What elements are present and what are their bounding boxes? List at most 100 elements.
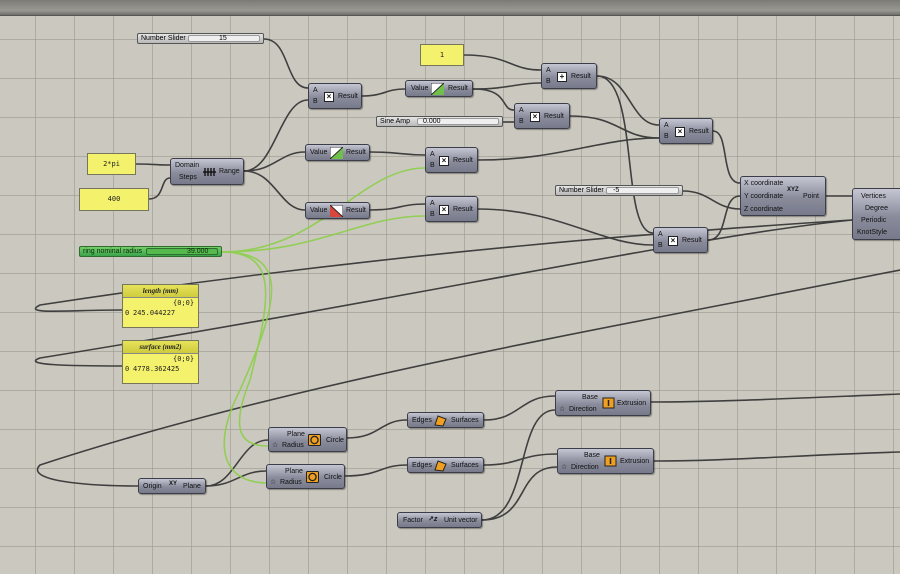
- range-icon: [203, 168, 216, 176]
- output-label: Circle: [324, 474, 342, 481]
- addition-icon: +: [557, 72, 567, 82]
- input-steps-label: Steps: [179, 174, 197, 181]
- panel-value: 4778.362425: [133, 365, 180, 373]
- multiply-icon: ×: [439, 205, 449, 215]
- slider-value: -5: [613, 187, 620, 194]
- panel-two-pi[interactable]: 2*pi: [87, 153, 136, 175]
- slider-track[interactable]: 15: [188, 35, 260, 42]
- output-label: Result: [338, 93, 358, 100]
- input-a-label: A: [430, 151, 435, 158]
- unit-z-component[interactable]: Factor ↗z Unit vector: [397, 512, 482, 528]
- multiply-component[interactable]: A B × Result: [659, 118, 713, 144]
- slider-track[interactable]: 0.000: [417, 118, 499, 125]
- boundary-surfaces-component[interactable]: Edges Surfaces: [407, 412, 484, 428]
- input-periodic-label: Periodic: [861, 217, 887, 224]
- star-icon: ☆: [270, 479, 277, 486]
- sine-component[interactable]: Value Result: [305, 144, 370, 161]
- slider-name: ring nominal radius: [83, 248, 143, 255]
- canvas-toolbar-strip: [0, 0, 900, 16]
- multiply-icon: ×: [530, 112, 540, 122]
- multiply-icon: ×: [675, 127, 685, 137]
- input-b-label: B: [519, 118, 524, 125]
- xy-plane-component[interactable]: Origin XY Plane: [138, 478, 206, 494]
- addition-component[interactable]: A B + Result: [541, 63, 597, 89]
- extrude-icon: [602, 397, 615, 409]
- circle-component[interactable]: Plane Radius ☆ Circle: [266, 464, 345, 489]
- number-slider-z-offset[interactable]: Number Slider -5: [555, 185, 683, 196]
- input-direction-label: Direction: [571, 464, 599, 471]
- input-base-label: Base: [582, 394, 598, 401]
- output-label: Circle: [326, 437, 344, 444]
- input-y-label: Y coordinate: [744, 193, 784, 200]
- output-label: Result: [682, 237, 702, 244]
- input-x-label: X coordinate: [744, 180, 784, 187]
- output-label: Result: [571, 73, 591, 80]
- multiply-icon: ×: [439, 156, 449, 166]
- input-b-label: B: [546, 78, 551, 85]
- input-knotstyle-label: KnotStyle: [857, 229, 887, 236]
- input-direction-label: Direction: [569, 406, 597, 413]
- panel-title: length (mm): [123, 285, 198, 298]
- input-z-label: Z coordinate: [744, 206, 783, 213]
- sine-component[interactable]: Value Result: [405, 80, 473, 97]
- slider-value: 0.000: [423, 118, 441, 125]
- output-label: Result: [544, 113, 564, 120]
- output-label: Result: [689, 128, 709, 135]
- surface-icon: [434, 460, 447, 472]
- point-icon: XYZ: [787, 187, 799, 193]
- construct-point-component[interactable]: X coordinate Y coordinate Z coordinate X…: [740, 176, 826, 216]
- input-plane-label: Plane: [285, 468, 303, 475]
- slider-name: Sine Amp: [380, 118, 410, 125]
- multiply-component[interactable]: A B × Result: [425, 196, 478, 222]
- panel-surface[interactable]: surface (mm2) {0;0} 0 4778.362425: [122, 340, 199, 384]
- multiply-component[interactable]: A B × Result: [653, 227, 708, 253]
- multiply-component[interactable]: A B × Result: [308, 83, 362, 109]
- output-label: Extrusion: [617, 400, 647, 407]
- boundary-surfaces-component[interactable]: Edges Surfaces: [407, 457, 484, 473]
- panel-one[interactable]: 1: [420, 44, 464, 66]
- panel-length[interactable]: length (mm) {0;0} 0 245.044227: [122, 284, 199, 328]
- output-label: Result: [453, 206, 473, 213]
- panel-count[interactable]: 400: [79, 188, 149, 211]
- unit-vector-icon: ↗z: [428, 516, 438, 523]
- sine-icon: [431, 83, 444, 95]
- output-label: Result: [453, 157, 473, 164]
- number-slider-ring-radius[interactable]: ring nominal radius 39.000: [79, 246, 222, 257]
- slider-track[interactable]: 39.000: [146, 248, 218, 255]
- circle-component[interactable]: Plane Radius ☆ Circle: [268, 427, 347, 452]
- sine-icon: [330, 147, 343, 159]
- output-label: Range: [219, 168, 240, 175]
- output-label: Result: [448, 85, 468, 92]
- input-a-label: A: [313, 87, 318, 94]
- input-radius-label: Radius: [282, 442, 304, 449]
- input-factor-label: Factor: [403, 517, 423, 524]
- extrude-component[interactable]: Base Direction ☆ Extrusion: [557, 448, 654, 474]
- curve-component[interactable]: Vertices Degree Periodic KnotStyle: [852, 188, 900, 240]
- input-b-label: B: [430, 162, 435, 169]
- multiply-component[interactable]: A B × Result: [425, 147, 478, 173]
- slider-value: 39.000: [187, 248, 209, 255]
- multiply-icon: ×: [324, 92, 334, 102]
- panel-index: 0: [125, 365, 130, 373]
- extrude-icon: [604, 455, 617, 467]
- surface-icon: [434, 415, 447, 427]
- cosine-component[interactable]: Value Result: [305, 202, 370, 219]
- slider-track[interactable]: -5: [606, 187, 679, 194]
- number-slider-steps[interactable]: Number Slider 15: [137, 33, 264, 44]
- input-a-label: A: [546, 67, 551, 74]
- output-label: Extrusion: [620, 458, 650, 465]
- range-component[interactable]: Domain Steps Range: [170, 158, 244, 185]
- multiply-component[interactable]: A B × Result: [514, 103, 570, 129]
- input-b-label: B: [664, 133, 669, 140]
- extrude-component[interactable]: Base Direction ☆ Extrusion: [555, 390, 651, 416]
- panel-text: 1: [439, 51, 445, 59]
- input-edges-label: Edges: [412, 417, 432, 424]
- input-a-label: A: [658, 231, 663, 238]
- panel-path: {0;0}: [173, 355, 195, 363]
- input-b-label: B: [430, 211, 435, 218]
- input-radius-label: Radius: [280, 479, 302, 486]
- input-edges-label: Edges: [412, 462, 432, 469]
- number-slider-sine-amp[interactable]: Sine Amp 0.000: [376, 116, 503, 127]
- input-value-label: Value: [310, 207, 328, 214]
- input-base-label: Base: [584, 452, 600, 459]
